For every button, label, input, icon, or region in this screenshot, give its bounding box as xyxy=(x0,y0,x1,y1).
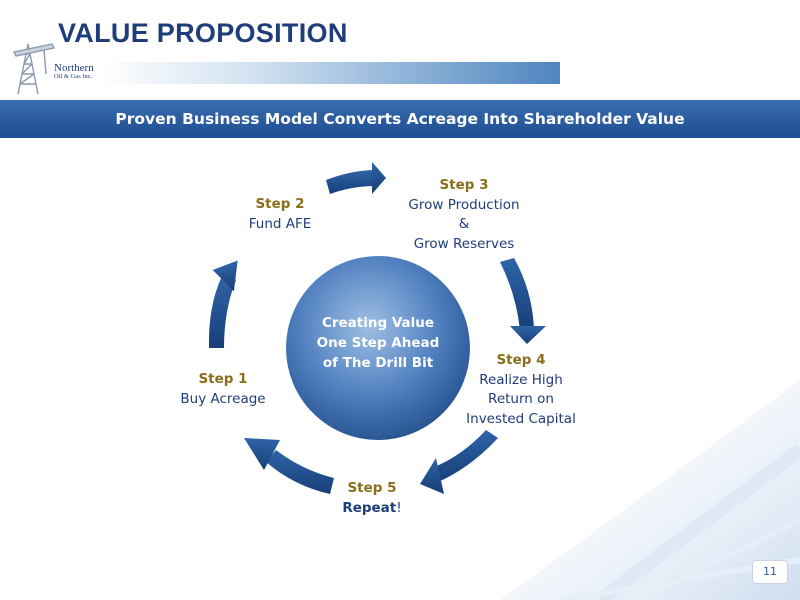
step-label: Step 5 xyxy=(347,480,397,496)
step-2: Step 2 Fund AFE xyxy=(230,195,330,234)
cycle-arrow-5 xyxy=(244,438,334,494)
center-line: Creating Value xyxy=(321,315,435,331)
step-text: Repeat! xyxy=(322,499,422,519)
step-label: Step 1 xyxy=(198,371,248,387)
step-text: & xyxy=(458,216,470,232)
center-line: One Step Ahead xyxy=(316,335,440,351)
oil-derrick-logo xyxy=(12,43,56,95)
banner-text: Proven Business Model Converts Acreage I… xyxy=(115,110,685,128)
step-text: Invested Capital xyxy=(466,410,576,427)
step-text: Grow Production xyxy=(408,196,520,213)
step-label: Step 3 xyxy=(439,177,489,193)
step-text: Fund AFE xyxy=(248,215,312,232)
step-1: Step 1 Buy Acreage xyxy=(168,370,278,409)
banner: Proven Business Model Converts Acreage I… xyxy=(0,100,800,138)
step-label: Step 4 xyxy=(496,352,546,368)
center-caption: Creating Value One Step Ahead of The Dri… xyxy=(300,313,456,373)
center-circle xyxy=(286,256,470,440)
header-stripe xyxy=(100,62,560,84)
step-text: Realize High xyxy=(479,371,563,388)
cycle-arrow-2 xyxy=(326,162,386,194)
logo-name: Northern xyxy=(54,62,94,74)
step-5: Step 5 Repeat! xyxy=(322,479,422,518)
step-text: Return on xyxy=(488,391,554,407)
step-text: Buy Acreage xyxy=(180,390,266,407)
repeat-suffix: ! xyxy=(396,499,402,516)
page-title: VALUE PROPOSITION xyxy=(58,18,348,48)
logo-subtitle: Oil & Gas Inc. xyxy=(54,73,93,80)
cycle-arrow-1 xyxy=(208,260,238,348)
step-text: Grow Reserves xyxy=(413,235,515,252)
step-4: Step 4 Realize High Return on Invested C… xyxy=(456,351,586,429)
page-number: 11 xyxy=(752,560,788,584)
cycle-arrow-4 xyxy=(420,430,498,494)
cycle-arrow-3 xyxy=(500,258,546,344)
company-logo-text: Northern Oil & Gas Inc. xyxy=(54,63,94,81)
repeat-text: Repeat xyxy=(342,499,397,516)
step-label: Step 2 xyxy=(255,196,305,212)
step-3: Step 3 Grow Production & Grow Reserves xyxy=(394,176,534,254)
center-line: of The Drill Bit xyxy=(322,355,434,371)
